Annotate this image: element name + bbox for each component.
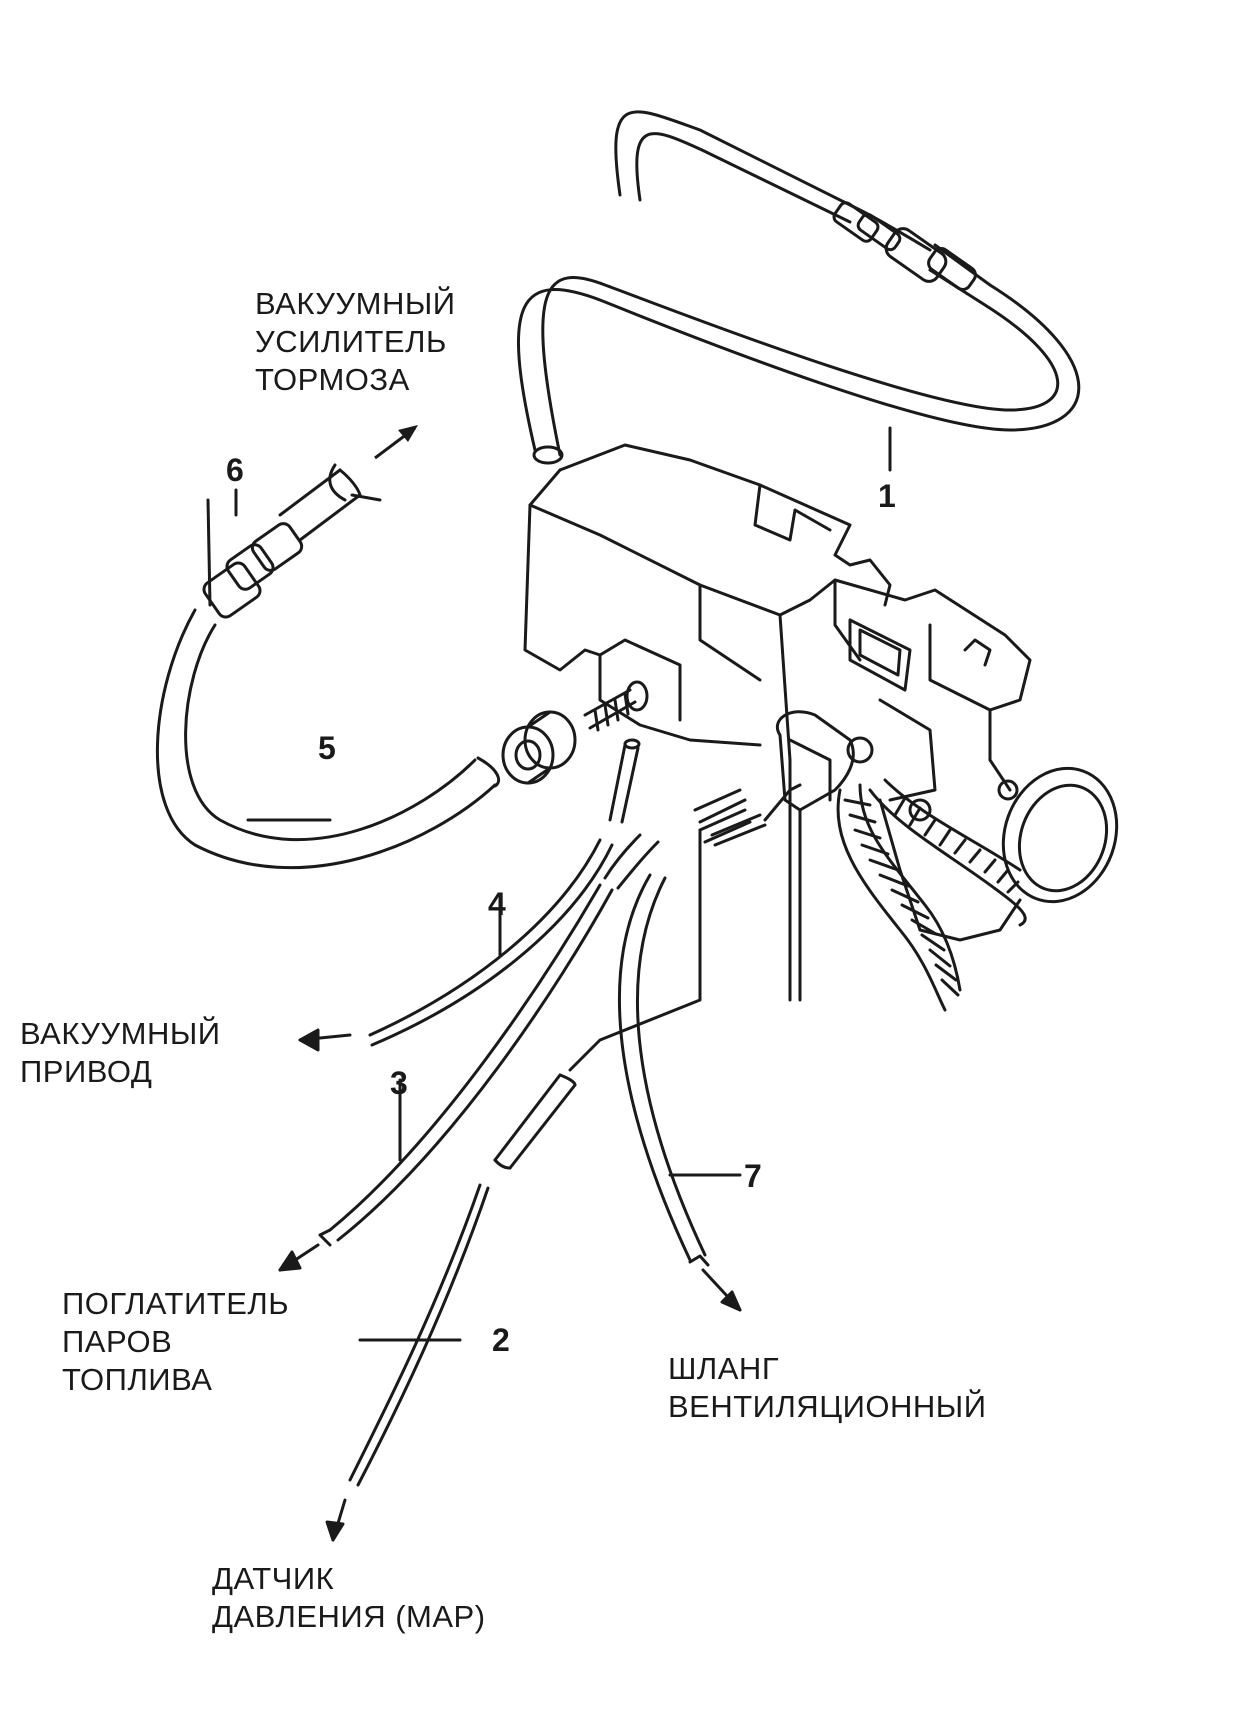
callout-5: 5 [318,730,336,766]
label-line: ДАТЧИК [212,1561,335,1596]
label-brake-booster: ВАКУУМНЫЙ УСИЛИТЕЛЬ ТОРМОЗА [255,285,456,399]
label-line: ДАВЛЕНИЯ (MAP) [212,1599,486,1634]
label-line: ВЕНТИЛЯЦИОННЫЙ [668,1389,987,1424]
label-line: ПАРОВ [62,1324,173,1359]
label-map-sensor: ДАТЧИК ДАВЛЕНИЯ (MAP) [212,1560,486,1636]
connector-pipes [693,783,802,847]
label-line: ТОРМОЗА [255,362,410,397]
callout-3: 3 [390,1065,408,1101]
hose-2 [325,878,702,1542]
label-line: ВАКУУМНЫЙ [255,286,456,321]
label-line: УСИЛИТЕЛЬ [255,324,447,359]
callout-7: 7 [744,1158,762,1194]
hose-3 [278,833,660,1272]
hose-7 [618,808,752,1312]
label-vacuum-actuator: ВАКУУМНЫЙ ПРИВОД [20,1015,221,1091]
label-line: ПРИВОД [20,1054,153,1089]
label-vapor-canister: ПОГЛАТИТЕЛЬ ПАРОВ ТОПЛИВА [62,1285,289,1399]
label-line: ШЛАНГ [668,1351,780,1386]
label-line: ТОПЛИВА [62,1362,213,1397]
label-vent-hose: ШЛАНГ ВЕНТИЛЯЦИОННЫЙ [668,1350,987,1426]
callout-4: 4 [488,886,506,922]
label-line: ПОГЛАТИТЕЛЬ [62,1286,290,1321]
label-line: ВАКУУМНЫЙ [20,1016,221,1051]
hose-5-6 [155,463,649,870]
hose-4 [298,738,641,1052]
callout-2: 2 [492,1322,510,1358]
callout-1: 1 [878,478,896,514]
callout-6: 6 [226,452,244,488]
throttle-body [523,443,1119,1012]
hose-1 [517,110,1081,465]
